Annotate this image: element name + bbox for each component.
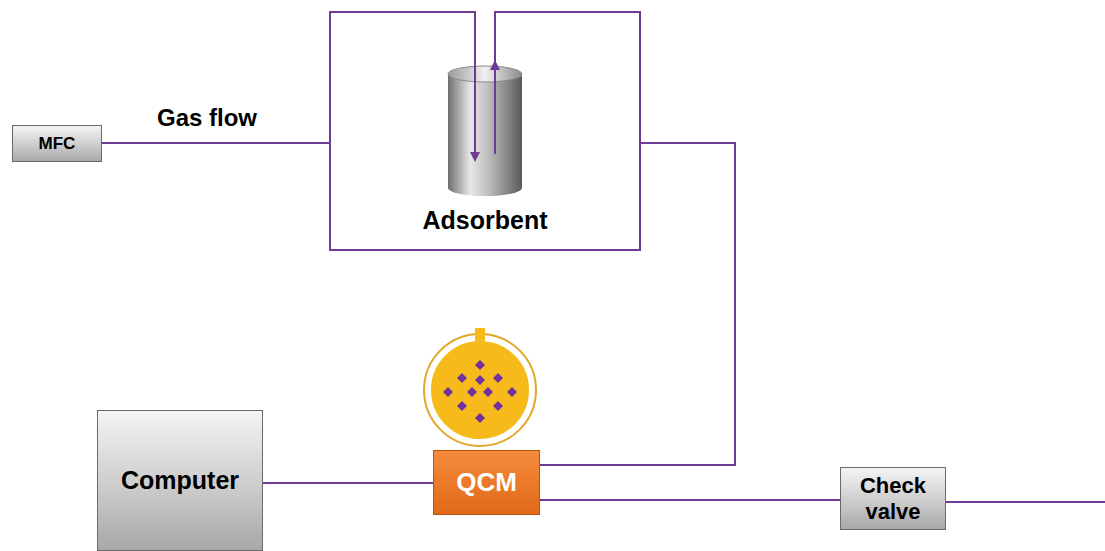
mfc-box: MFC	[12, 125, 102, 162]
edge-label: Gas flow	[155, 104, 259, 132]
qcm-crystal-icon	[424, 328, 536, 446]
check-valve-box: Check valve	[840, 467, 946, 530]
pipe-connector	[102, 12, 475, 143]
bypass-frame	[330, 12, 640, 250]
pipe-connector	[540, 499, 840, 501]
outlet-line	[946, 501, 1105, 503]
pipe-connector	[495, 12, 735, 465]
cylinder-shape	[410, 62, 560, 202]
node-label: Computer	[121, 466, 239, 495]
qcm-box: QCM	[433, 450, 540, 515]
node-label: Adsorbent	[423, 206, 548, 235]
adsorbent-column: Adsorbent	[410, 62, 560, 242]
node-label: MFC	[39, 134, 76, 154]
computer-box: Computer	[97, 410, 263, 551]
node-label: QCM	[456, 468, 517, 498]
node-label: Check valve	[841, 473, 945, 524]
pipe-connector	[263, 482, 433, 484]
